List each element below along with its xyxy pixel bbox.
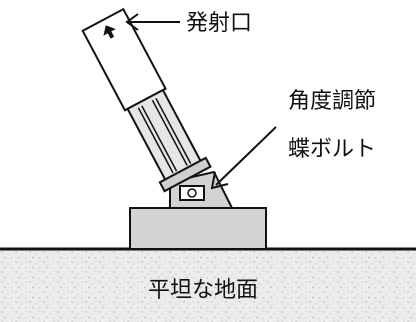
launch-tube — [81, 7, 212, 193]
wing-bolt-label: 蝶ボルト — [288, 137, 376, 162]
bolt-pointer — [210, 126, 277, 190]
flat-ground-label: 平坦な地面 — [148, 278, 258, 303]
clamp-collar — [158, 156, 212, 193]
launch-port-pointer — [125, 13, 180, 31]
bolt-hole — [187, 188, 197, 198]
up-arrow-icon — [103, 25, 116, 39]
angle-adjust-label: 角度調節 — [288, 89, 376, 114]
launch-port-label: 発射口 — [186, 11, 252, 36]
flat-ground — [0, 247, 416, 322]
base-block — [129, 207, 267, 250]
